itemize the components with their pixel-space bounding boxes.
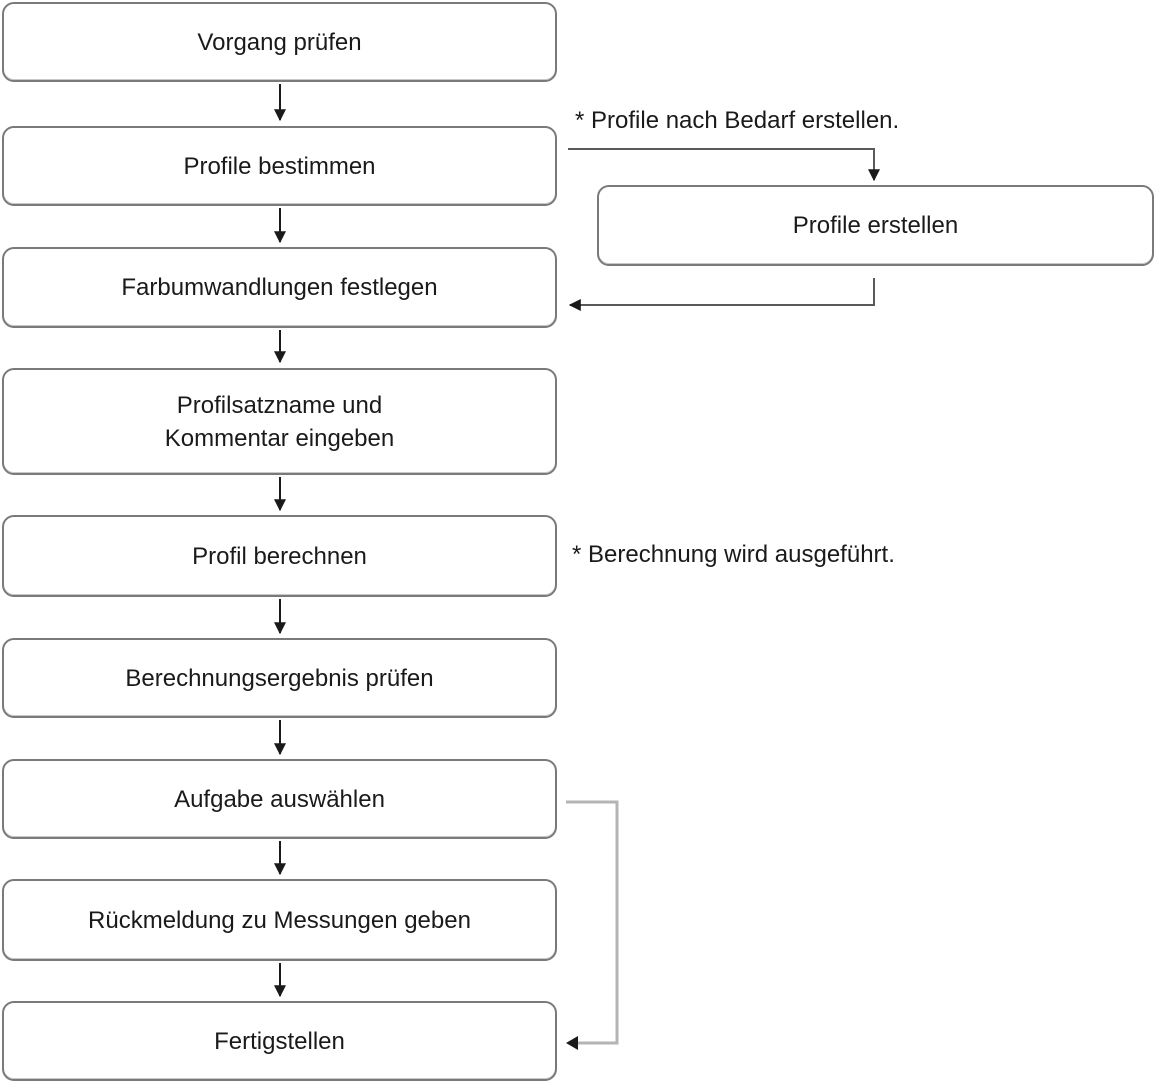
- step-label: Rückmeldung zu Messungen geben: [88, 906, 471, 934]
- side-step-profile-erstellen: Profile erstellen: [597, 185, 1154, 266]
- step-berechnungsergebnis-pruefen: Berechnungsergebnis prüfen: [2, 638, 557, 718]
- note-berechnung-ausgefuehrt: * Berechnung wird ausgeführt.: [572, 541, 895, 568]
- step-label: Profil berechnen: [192, 542, 367, 570]
- step-rueckmeldung-messungen: Rückmeldung zu Messungen geben: [2, 879, 557, 961]
- step-vorgang-pruefen: Vorgang prüfen: [2, 2, 557, 82]
- arrow-to-profile-erstellen: [568, 148, 880, 182]
- step-label: Aufgabe auswählen: [174, 785, 385, 813]
- step-profile-bestimmen: Profile bestimmen: [2, 126, 557, 206]
- step-label: Vorgang prüfen: [197, 28, 362, 56]
- step-farbumwandlungen-festlegen: Farbumwandlungen festlegen: [2, 247, 557, 328]
- step-profil-berechnen: Profil berechnen: [2, 515, 557, 597]
- arrow-return-to-farbumwandlungen: [568, 278, 875, 311]
- step-label: Berechnungsergebnis prüfen: [125, 664, 434, 692]
- step-label: Profilsatzname und Kommentar eingeben: [164, 391, 395, 452]
- step-profilsatzname-kommentar: Profilsatzname und Kommentar eingeben: [2, 368, 557, 475]
- step-aufgabe-auswaehlen: Aufgabe auswählen: [2, 759, 557, 839]
- step-label: Fertigstellen: [214, 1027, 345, 1055]
- bypass-arrowhead: [566, 1036, 578, 1050]
- note-profile-nach-bedarf: * Profile nach Bedarf erstellen.: [575, 107, 900, 134]
- step-label: Profile bestimmen: [183, 152, 376, 180]
- step-label: Farbumwandlungen festlegen: [121, 274, 438, 301]
- step-fertigstellen: Fertigstellen: [2, 1001, 557, 1081]
- side-step-label: Profile erstellen: [792, 212, 959, 239]
- bypass-line-to-fertigstellen: [566, 800, 619, 1045]
